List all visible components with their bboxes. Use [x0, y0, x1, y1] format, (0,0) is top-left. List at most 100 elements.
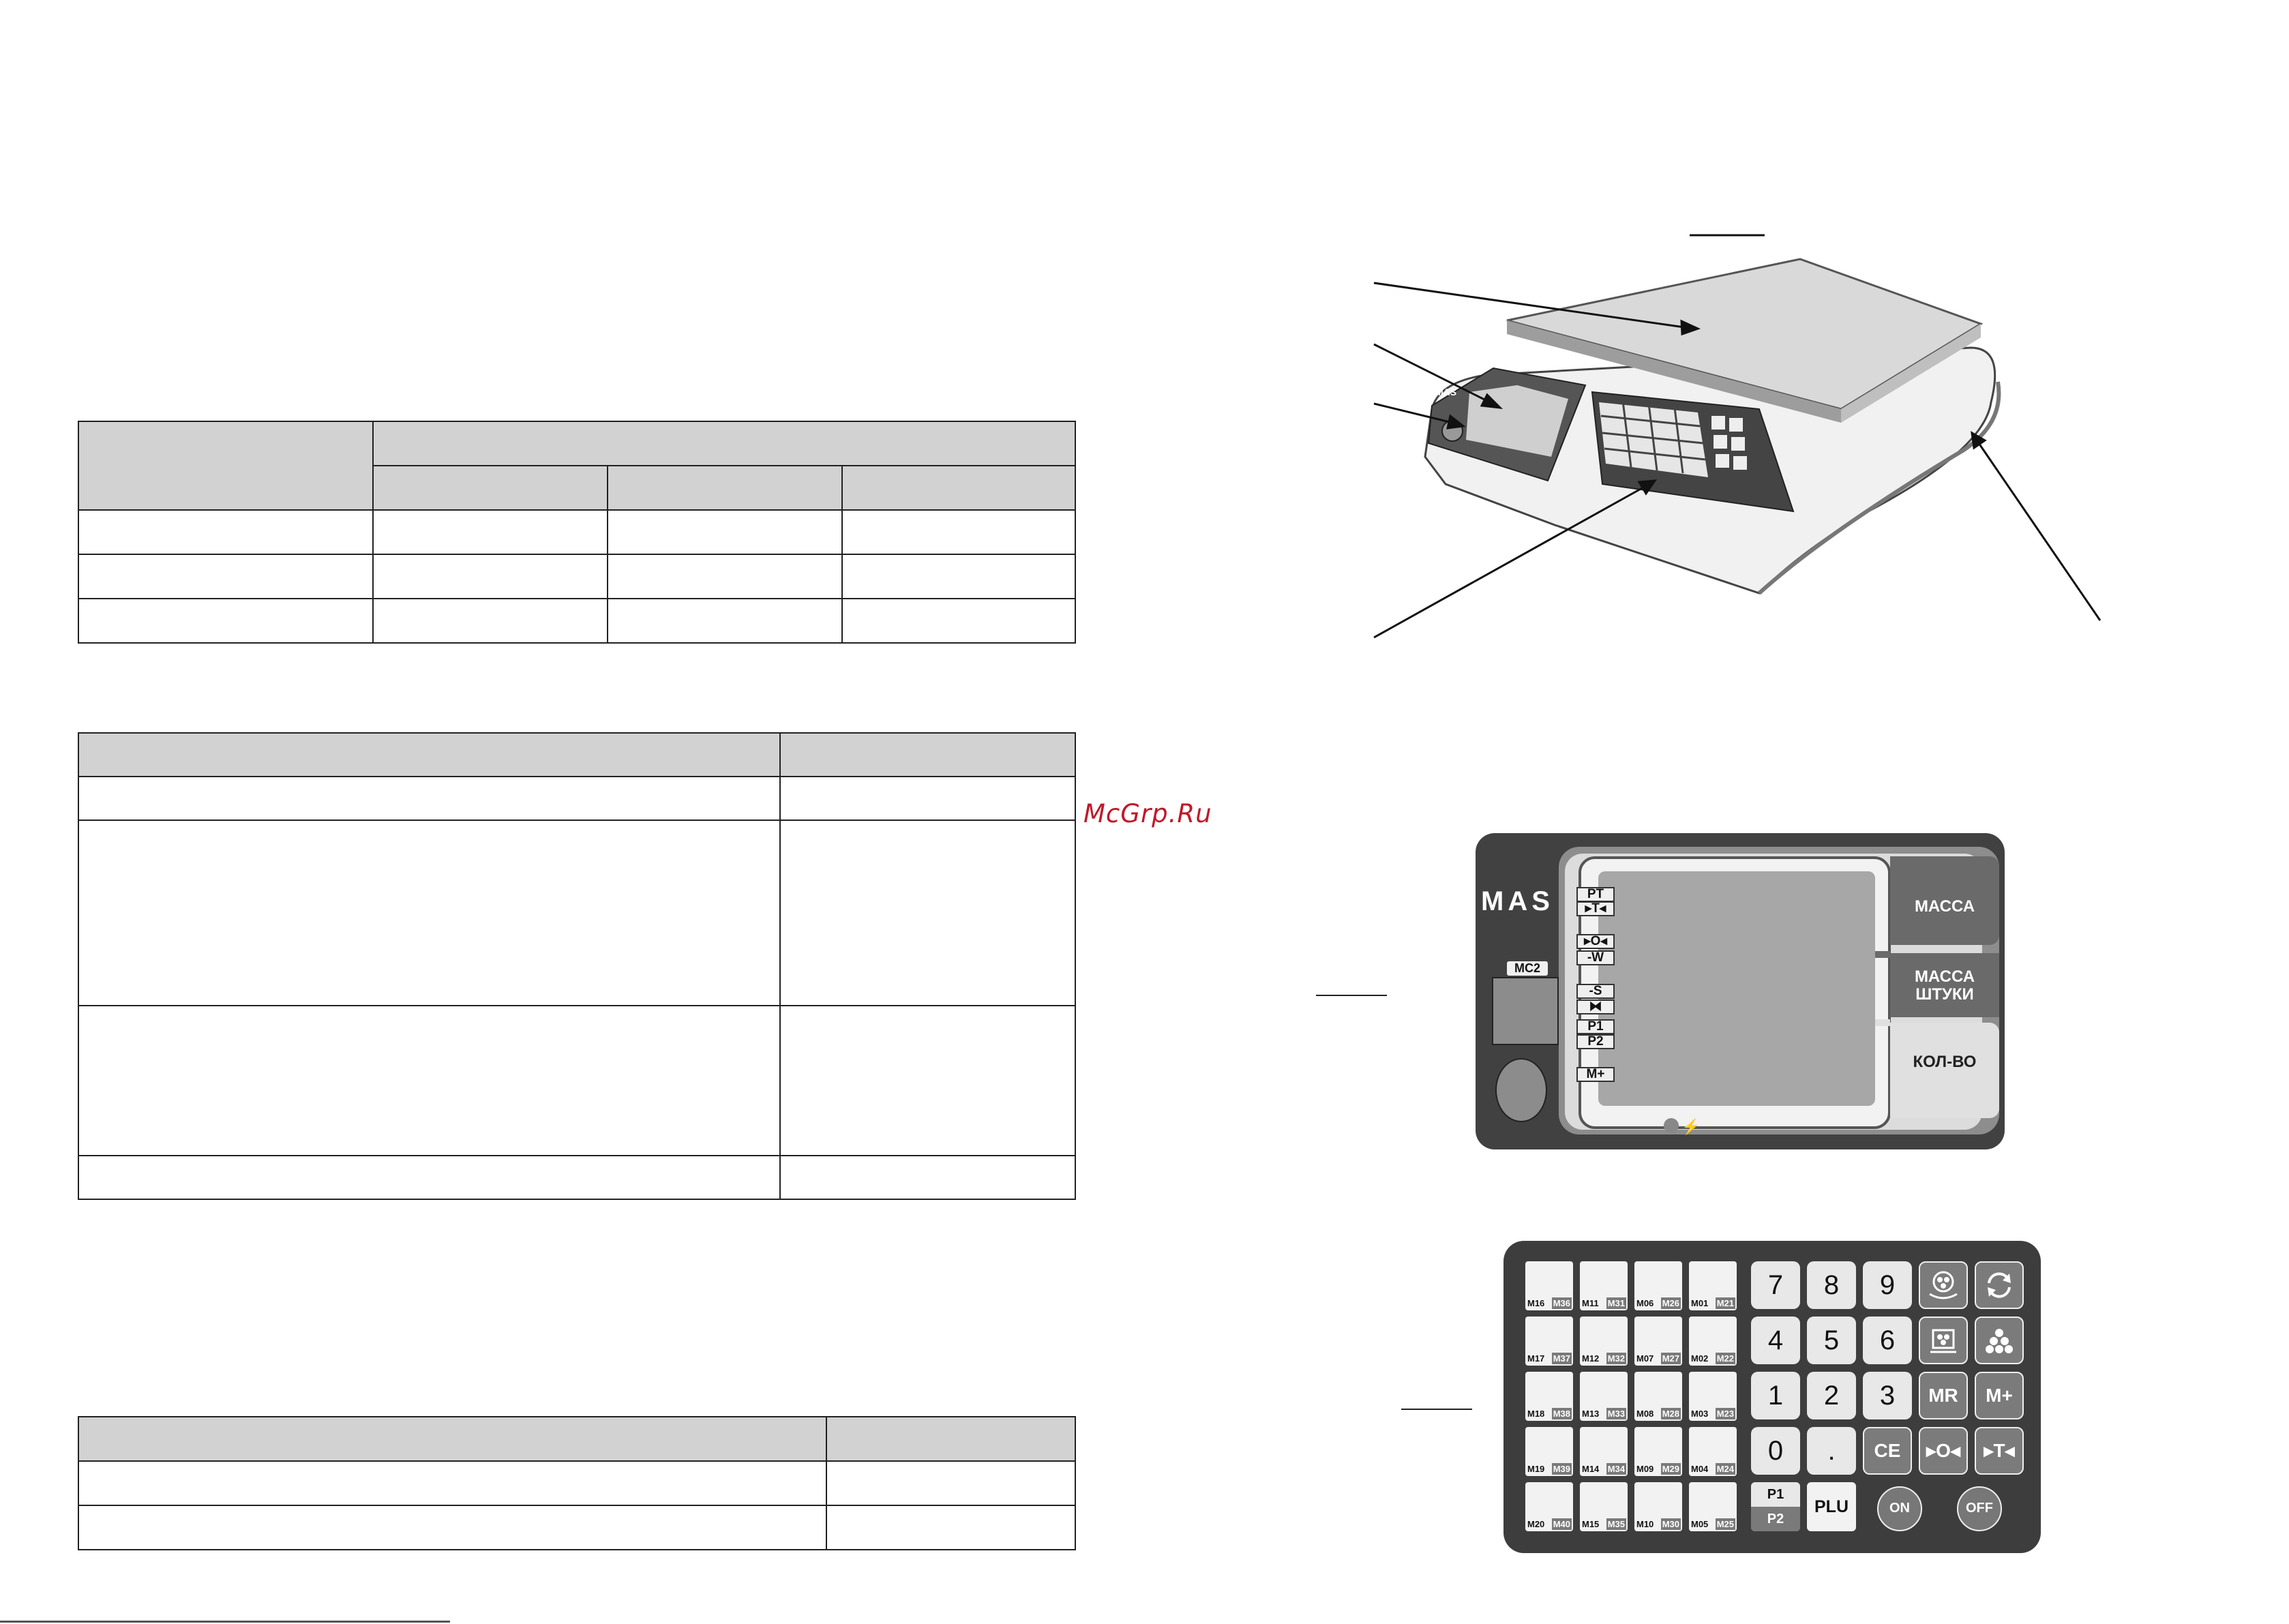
memory-key[interactable]: M09 M29 [1634, 1427, 1682, 1476]
memory-key-secondary-label: M34 [1606, 1463, 1626, 1475]
key-mplus[interactable]: M+ [1975, 1372, 2024, 1419]
memory-key-primary-label: M15 [1582, 1519, 1600, 1529]
memory-key-secondary-label: M21 [1715, 1297, 1735, 1309]
key-sample[interactable] [1919, 1317, 1968, 1364]
memory-key-secondary-label: M25 [1715, 1518, 1735, 1530]
indicator-s: -S [1576, 984, 1615, 999]
key-5[interactable]: 5 [1807, 1317, 1856, 1364]
key-2[interactable]: 2 [1807, 1372, 1856, 1419]
key-7[interactable]: 7 [1751, 1261, 1800, 1309]
memory-key-primary-label: M07 [1636, 1353, 1654, 1364]
memory-key-secondary-label: M31 [1606, 1297, 1626, 1309]
memory-key-secondary-label: M30 [1660, 1518, 1681, 1530]
indicator-p1: P1 [1576, 1019, 1615, 1034]
key-dot[interactable]: . [1807, 1427, 1856, 1475]
key-p1-p2[interactable]: P1 P2 [1751, 1482, 1800, 1531]
indicator-battery: ⧓ [1576, 999, 1615, 1014]
memory-key[interactable]: M01 M21 [1689, 1261, 1737, 1310]
display-label-underline [1316, 995, 1387, 996]
memory-key-secondary-label: M36 [1551, 1297, 1572, 1309]
key-mr[interactable]: MR [1919, 1372, 1968, 1419]
memory-key[interactable]: M10 M30 [1634, 1482, 1682, 1531]
footer-rule [0, 1621, 450, 1623]
label-unit-mass-2: ШТУКИ [1915, 985, 1974, 1004]
memory-key-secondary-label: M40 [1551, 1518, 1572, 1530]
memory-key[interactable]: M05 M25 [1689, 1482, 1737, 1531]
key-ce[interactable]: CE [1863, 1427, 1912, 1475]
refresh-icon [1988, 1272, 2011, 1298]
key-1[interactable]: 1 [1751, 1372, 1800, 1419]
memory-key-primary-label: M16 [1527, 1298, 1545, 1308]
key-4[interactable]: 4 [1751, 1317, 1800, 1364]
memory-key[interactable]: M11 M31 [1580, 1261, 1628, 1310]
memory-key[interactable]: M20 M40 [1525, 1482, 1573, 1531]
memory-key-primary-label: M17 [1527, 1353, 1545, 1364]
memory-key-primary-label: M09 [1636, 1464, 1654, 1474]
indicator-zero: ▸O◂ [1576, 934, 1615, 949]
memory-key-secondary-label: M27 [1660, 1353, 1681, 1364]
label-unit-mass-1: МАССА [1914, 967, 1975, 986]
memory-key-primary-label: M14 [1582, 1464, 1600, 1474]
key-count[interactable] [1975, 1317, 2024, 1364]
memory-key[interactable]: M14 M34 [1580, 1427, 1628, 1476]
key-mode[interactable] [1975, 1261, 2024, 1309]
label-mass-area: МАССА [1890, 856, 1999, 945]
key-zero[interactable]: ▸O◂ [1919, 1427, 1968, 1475]
memory-key[interactable]: M12 M32 [1580, 1317, 1628, 1366]
memory-key-secondary-label: M24 [1715, 1463, 1735, 1475]
count-icon [1986, 1329, 2013, 1353]
memory-key[interactable]: M15 M35 [1580, 1482, 1628, 1531]
memory-key[interactable]: M07 M27 [1634, 1317, 1682, 1366]
key-p1-label: P1 [1767, 1487, 1784, 1502]
memory-key-primary-label: M04 [1691, 1464, 1709, 1474]
key-tare[interactable]: ▸T◂ [1975, 1427, 2024, 1475]
memory-key-primary-label: M12 [1582, 1353, 1600, 1364]
key-plu[interactable]: PLU [1807, 1482, 1856, 1531]
memory-key-primary-label: M03 [1691, 1409, 1709, 1419]
indicator-w: -W [1576, 950, 1615, 965]
table-1 [78, 421, 1076, 644]
key-9[interactable]: 9 [1863, 1261, 1912, 1309]
memory-key-secondary-label: M29 [1660, 1463, 1681, 1475]
label-count: КОЛ-ВО [1913, 1053, 1977, 1071]
key-off[interactable]: OFF [1957, 1486, 2002, 1531]
power-indicator-icon [1495, 1058, 1547, 1122]
key-8[interactable]: 8 [1807, 1261, 1856, 1309]
memory-key-secondary-label: M32 [1606, 1353, 1626, 1364]
memory-key-secondary-label: M35 [1606, 1518, 1626, 1530]
memory-key-primary-label: M05 [1691, 1519, 1709, 1529]
key-0[interactable]: 0 [1751, 1427, 1800, 1475]
table-3 [78, 1416, 1076, 1550]
memory-key-primary-label: M20 [1527, 1519, 1545, 1529]
model-label: MC2 [1507, 961, 1548, 976]
memory-key-primary-label: M01 [1691, 1298, 1709, 1308]
key-3[interactable]: 3 [1863, 1372, 1912, 1419]
memory-key-primary-label: M08 [1636, 1409, 1654, 1419]
memory-key-primary-label: M11 [1582, 1298, 1599, 1308]
memory-key[interactable]: M04 M24 [1689, 1427, 1737, 1476]
indicator-p2: P2 [1576, 1034, 1615, 1049]
label-count-area: КОЛ-ВО [1890, 1023, 1999, 1118]
indicator-pt: PT [1576, 887, 1615, 902]
svg-text:MAS: MAS [1435, 387, 1456, 397]
key-unit-weight[interactable] [1919, 1261, 1968, 1309]
label-unit-mass-area: МАССА ШТУКИ [1890, 953, 1999, 1017]
brand-logo: MAS [1481, 886, 1554, 916]
memory-key-primary-label: M06 [1636, 1298, 1654, 1308]
memory-key-secondary-label: M22 [1715, 1353, 1735, 1364]
memory-key[interactable]: M16 M36 [1525, 1261, 1573, 1310]
model-window [1492, 977, 1559, 1045]
key-6[interactable]: 6 [1863, 1317, 1912, 1364]
key-on[interactable]: ON [1877, 1486, 1922, 1531]
indicator-tare: ▸T◂ [1576, 901, 1615, 916]
keypad-label-underline [1401, 1409, 1472, 1410]
memory-key-primary-label: M10 [1636, 1519, 1654, 1529]
